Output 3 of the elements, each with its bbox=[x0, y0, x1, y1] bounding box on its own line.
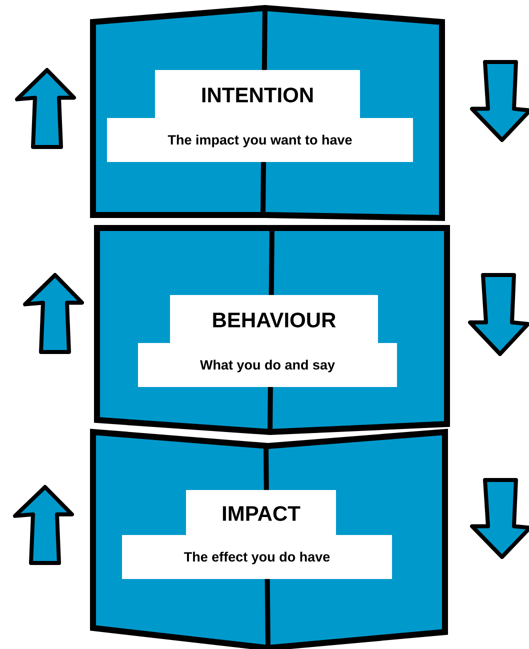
stack-block: INTENTION The impact you want to have bbox=[90, 5, 445, 222]
stack-block: IMPACT The effect you do have bbox=[90, 428, 448, 649]
stack-block: BEHAVIOUR What you do and say bbox=[94, 225, 450, 436]
